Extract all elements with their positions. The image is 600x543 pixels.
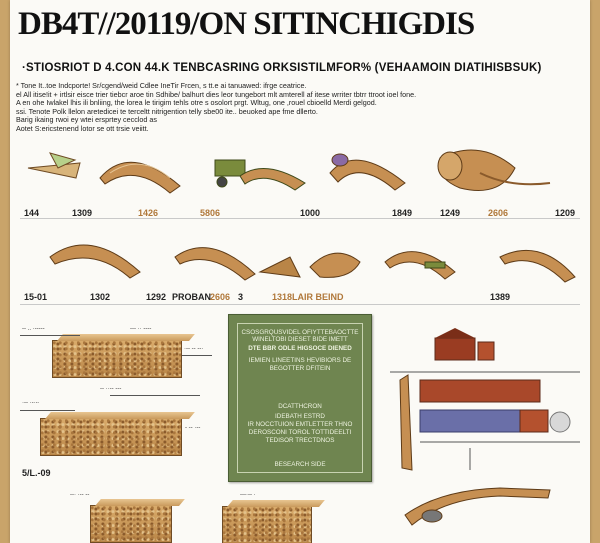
cover-subtitle: IEMIEN LINEETINS HEVIBIORS DE: [248, 357, 352, 364]
row2-year: 1318LAIR BEIND: [272, 292, 344, 302]
round-detail-figure: [549, 411, 571, 433]
cover-header: CSOSGRQUSVIDEL OFIYTTEBAOCTTE WINELTOBI …: [241, 329, 359, 344]
intro-line: * Tone It..toe Indcporte! Sr/cgend/weid …: [16, 82, 307, 90]
cover-body: DEROSCONI TOROL TOTTIDEELTI: [248, 429, 352, 436]
intro-line: Barig ikaing rwoi ey wtei ersprtey ceccl…: [16, 116, 158, 125]
row2-year: 15-01: [24, 292, 48, 302]
curved-beam-figure: [49, 244, 576, 283]
wood-block: [52, 340, 182, 378]
lower-year: 5/L.-09: [22, 468, 51, 478]
right-illustrations: [390, 328, 580, 526]
wood-block: [40, 418, 182, 456]
plank-figure: [404, 487, 551, 526]
row1-year: 1309: [72, 208, 93, 218]
row2-illustrations: [49, 244, 576, 283]
intro-line: A en ohe Iwlakel lhis ili bnliing, the l…: [16, 99, 377, 108]
cover-subtitle: BEGOTTER DFITEIN: [269, 365, 331, 372]
intro-text: * Tone It..toe Indcporte! Sr/cgend/weid …: [16, 82, 576, 134]
block-label: --- ·· ----: [130, 326, 152, 332]
tool-figure: [424, 261, 446, 269]
row2-divider: [20, 304, 580, 305]
block-label: --· ·-- --: [70, 492, 90, 498]
brick-building-figure: [434, 328, 495, 361]
row1-year: 2606: [488, 208, 509, 218]
cover-body: IDEBATH ESTRD: [275, 413, 325, 420]
cover-footer: BESEARCH SIDE: [274, 461, 326, 468]
leader-line: [20, 335, 80, 336]
row1-year: 1000: [300, 208, 321, 218]
row1-year: 5806: [200, 208, 221, 218]
row1-year: 144: [24, 208, 40, 218]
leader-line: [182, 355, 212, 356]
cover-body: IR NOCCTUION EMTLETTER THNO: [247, 421, 353, 428]
row1-divider: [20, 218, 580, 219]
document-title: DB4T//20119/ON SITINCHIGDIS: [18, 6, 475, 42]
intro-line: el All itise!it + irtlsir eisce trier ti…: [16, 90, 417, 99]
row2-year: 2606: [210, 292, 231, 302]
row2-year: 1292: [146, 292, 167, 302]
curved-wood-figure: [329, 153, 406, 191]
tall-timber-figure: [399, 374, 413, 471]
row1-year: 1849: [392, 208, 413, 218]
row2-year: 3: [238, 292, 244, 302]
row2-year: 1389: [490, 292, 511, 302]
curved-wood-figure: [99, 161, 181, 194]
row1-year: 1426: [138, 208, 159, 218]
brick-building-figure: [419, 379, 549, 433]
wood-block: [222, 506, 312, 543]
wood-block: [90, 505, 172, 543]
machine-figure: [214, 159, 306, 191]
row1-illustrations: [27, 149, 551, 194]
log-figure: [437, 149, 551, 191]
cover-title: DTE BBR ODLE HIGSOCE DIENED: [248, 345, 352, 352]
block-label: ·-- ·-·-·: [22, 400, 40, 406]
block-label: ·-- -- --·: [184, 346, 204, 352]
row1-year: 1209: [555, 208, 576, 218]
row2-year: PROBAN: [172, 292, 212, 302]
intro-line: ssi. Tenote Polk llelon aretedicei te te…: [16, 107, 318, 116]
intro-line: Aotet S:ericstenend lotor se ott trsie v…: [16, 124, 149, 133]
block-label: - -- ·--: [185, 425, 201, 431]
block-label: -- .. ·-----: [22, 326, 45, 332]
cover-body: TEDISOR TRECTDNOS: [265, 437, 335, 444]
cover-body: DCATTHCRON: [278, 403, 322, 410]
leader-line: [110, 395, 200, 396]
cover-frame: [237, 323, 363, 473]
plank-figure: [27, 152, 81, 179]
row2-year: 1302: [90, 292, 111, 302]
document-page: DB4T//20119/ON SITINCHIGDIS ·STIOSRIOT D…: [10, 0, 590, 543]
block-label: -- ··-- ---: [100, 386, 122, 392]
leader-line: [20, 410, 75, 411]
block-label: ---·-- ·: [240, 492, 256, 498]
book-cover: CSOSGRQUSVIDEL OFIYTTEBAOCTTE WINELTOBI …: [228, 314, 372, 482]
row1-year: 1249: [440, 208, 461, 218]
document-subtitle: ·STIOSRIOT D 4.CON 44.K TENBCASRING ORKS…: [22, 62, 542, 74]
